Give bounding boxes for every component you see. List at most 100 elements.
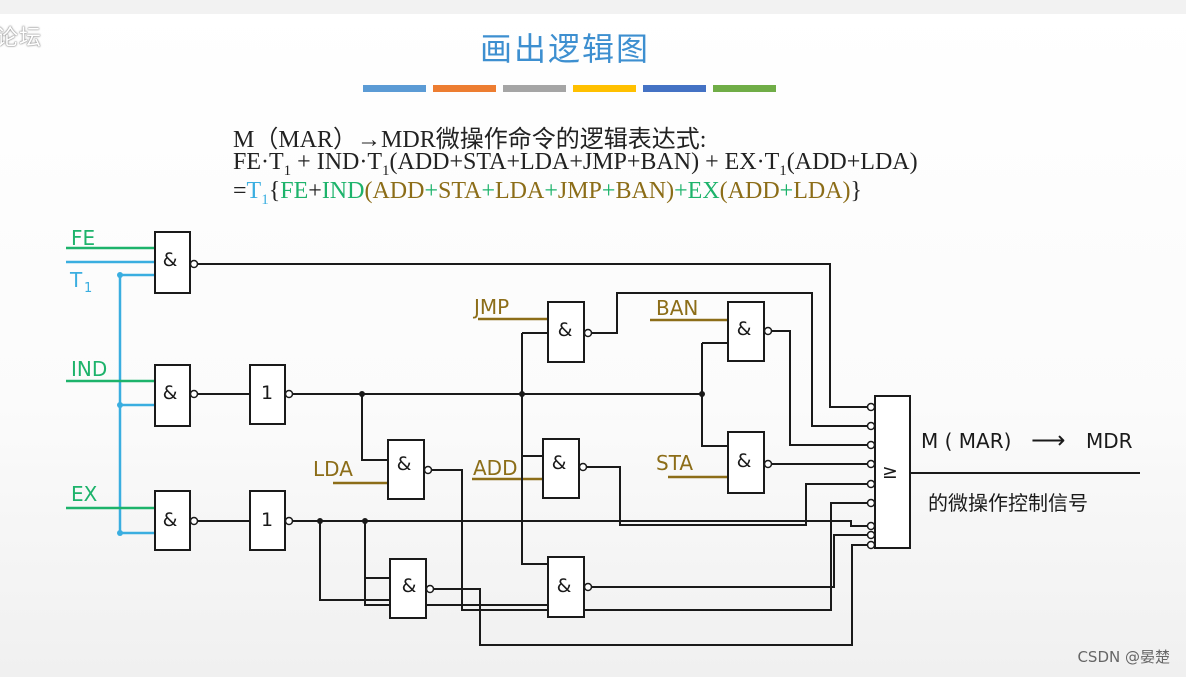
and-symbol: &: [397, 453, 412, 475]
inversion-bubble: [866, 440, 876, 450]
output-caption: 的微操作控制信号: [928, 491, 1088, 515]
and-symbol: &: [737, 450, 752, 472]
input-label-t: T: [69, 268, 83, 292]
inversion-bubble: [866, 498, 876, 508]
junction-dot: [359, 391, 365, 397]
inversion-bubble: [284, 516, 294, 526]
and-gate-lda: [387, 439, 425, 500]
input-label-t-subscript: 1: [84, 281, 92, 296]
and-symbol: &: [552, 452, 567, 474]
inversion-bubble: [578, 462, 588, 472]
expr-plus: +: [424, 178, 439, 204]
expr-sta: STA: [438, 178, 482, 204]
expr-subscript: 1: [261, 191, 269, 208]
top-bar: [0, 0, 1186, 14]
inversion-bubble: [189, 516, 199, 526]
or-symbol: ≥: [882, 461, 898, 483]
output-label: M ( MAR): [921, 429, 1011, 453]
junction-dot: [117, 530, 123, 536]
not-symbol: 1: [261, 509, 273, 531]
expr-paren: ): [666, 178, 675, 204]
and-symbol: &: [402, 575, 417, 597]
expr-subscript: 1: [779, 162, 787, 179]
expr-brace: {: [268, 178, 281, 204]
and-symbol: &: [558, 319, 573, 341]
signal-label-lda: LDA: [313, 457, 353, 481]
and-gate-ind: [154, 364, 191, 427]
expr-plus: +: [601, 178, 616, 204]
color-bar: [363, 85, 426, 92]
and-symbol: &: [163, 382, 178, 404]
signal-input-lines: [333, 317, 728, 485]
expr-lda: LDA: [494, 178, 545, 204]
and-symbol: &: [163, 249, 178, 271]
title-color-bars: [363, 85, 776, 92]
signal-label-add: ADD: [473, 456, 517, 480]
color-bar: [503, 85, 566, 92]
junction-dot: [699, 391, 705, 397]
expr-lda: LDA: [793, 178, 843, 204]
expr-plus: +: [481, 178, 495, 204]
green-input-lines: [66, 246, 155, 510]
output-arrow: ⟶: [1031, 426, 1065, 454]
input-label-fe: FE: [71, 226, 95, 250]
expression-factored: =T1{FE+IND(ADD+STA+LDA+JMP+BAN)+EX(ADD+L…: [233, 178, 862, 209]
expr-fe: FE: [280, 178, 309, 204]
expr-paren: ): [842, 178, 851, 204]
inversion-bubble: [763, 459, 773, 469]
signal-label-jmp: JMP: [472, 295, 509, 319]
expr-plus: +: [779, 178, 794, 204]
signal-label-ban: BAN: [656, 296, 698, 320]
inversion-bubble: [866, 530, 876, 540]
junction-dot: [117, 402, 123, 408]
inversion-bubble: [866, 479, 876, 489]
expression-heading: M（MAR）→MDR微操作命令的逻辑表达式:: [233, 127, 707, 153]
and-symbol: &: [163, 509, 178, 531]
color-bar: [433, 85, 496, 92]
expr-eq: =: [233, 178, 247, 204]
signal-label-sta: STA: [656, 451, 693, 475]
expr-ban: BAN: [615, 178, 667, 204]
and-gate-fe: [154, 231, 191, 294]
input-label-ind: IND: [71, 357, 107, 381]
junction-dot: [519, 391, 525, 397]
inversion-bubble: [583, 582, 593, 592]
expr-subscript: 1: [382, 162, 390, 179]
expr-paren: (: [364, 178, 373, 204]
and-symbol: &: [557, 575, 572, 597]
expr-subscript: 1: [283, 162, 292, 179]
footer-credit: CSDN @晏楚: [1077, 648, 1170, 666]
inversion-bubble: [423, 465, 433, 475]
expr-jmp: JMP: [557, 178, 602, 204]
and-symbol: &: [737, 318, 752, 340]
inversion-bubble: [866, 540, 876, 550]
and-gate-jmp: [547, 301, 585, 363]
expr-add: ADD: [727, 178, 780, 204]
expr-term: FE·T: [233, 149, 284, 175]
color-bar: [643, 85, 706, 92]
expr-term: (ADD+STA+LDA+JMP+BAN) + EX·T: [389, 149, 780, 175]
gates: [154, 231, 911, 619]
and-gate-ex-lda: [389, 558, 427, 619]
inversion-bubble: [425, 584, 435, 594]
forum-watermark: 论坛: [0, 26, 43, 51]
expr-brace: }: [850, 178, 863, 204]
color-bar: [713, 85, 776, 92]
input-label-ex: EX: [71, 482, 98, 506]
not-gate-1: [249, 364, 286, 425]
junction-dot: [362, 518, 368, 524]
and-gate-ex-add: [547, 556, 585, 618]
expr-term: (ADD+LDA): [786, 149, 918, 175]
inversion-bubble: [866, 421, 876, 431]
and-gate-sta: [727, 431, 765, 494]
inversion-bubble: [583, 328, 593, 338]
output-target: MDR: [1086, 429, 1133, 453]
not-gate-2: [249, 490, 286, 551]
expr-t1: T: [246, 178, 262, 204]
expr-term: + IND·T: [291, 149, 383, 175]
expression-sum-of-products: FE·T1 + IND·T1(ADD+STA+LDA+JMP+BAN) + EX…: [233, 149, 918, 180]
inversion-bubble: [763, 326, 773, 336]
inversion-bubble: [866, 459, 876, 469]
inversion-bubble: [189, 259, 199, 269]
